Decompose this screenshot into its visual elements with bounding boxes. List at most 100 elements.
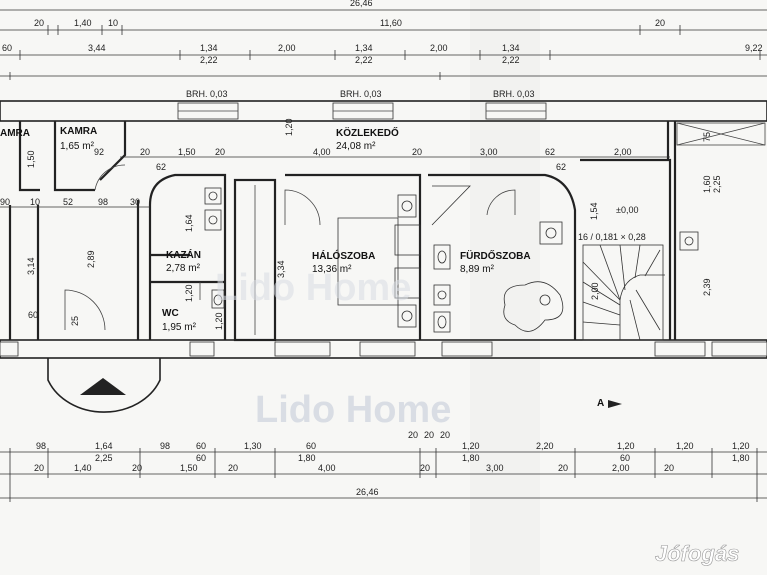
dim-top-3-0: 60: [2, 43, 12, 53]
dim-v13: 1,20: [184, 284, 194, 302]
dim-int-a5: 20: [412, 147, 422, 157]
vertical-dims: 1,50 1,20 2,89 3,14 1,64 3,34 1,54 1,60 …: [26, 118, 722, 330]
dim-bot-1b-4: 60: [620, 453, 630, 463]
stair-spec: 16 / 0,181 × 0,28: [578, 232, 646, 242]
dim-bot-2-4: 20: [228, 463, 238, 473]
fixtures: [204, 185, 699, 333]
dim-top-3b-0: 2,22: [200, 55, 218, 65]
dim-v6: 1,54: [589, 202, 599, 220]
dim-top-2-4: 20: [655, 18, 665, 28]
dim-bot-1-3: 60: [196, 441, 206, 451]
dim-v15: 2,00: [590, 282, 600, 300]
dim-int-b3: 98: [98, 197, 108, 207]
dim-top-3b-1: 2,22: [355, 55, 373, 65]
dim-int-b0: 90: [0, 197, 10, 207]
dim-int-a0: 92: [94, 147, 104, 157]
dim-v3: 3,14: [26, 257, 36, 275]
room-name-kozlekedo: KÖZLEKEDŐ: [336, 126, 399, 139]
dim-top-3-1: 3,44: [88, 43, 106, 53]
dim-int-b1: 10: [30, 197, 40, 207]
dim-int-a2-1: 62: [556, 162, 566, 172]
dim-bot-1b-1: 60: [196, 453, 206, 463]
dim-bot-1-2: 98: [160, 441, 170, 451]
dim-bot-1-7: 20: [424, 430, 434, 440]
dim-bot-1-5: 60: [306, 441, 316, 451]
brh-label-2: BRH. 0,03: [340, 89, 382, 99]
dim-top-3b-2: 2,22: [502, 55, 520, 65]
room-area-kozlekedo: 24,08 m²: [336, 141, 376, 152]
dim-top-3-5: 2,00: [430, 43, 448, 53]
overall-width-bottom: 26,46: [356, 487, 379, 497]
dim-bot-2-9: 2,00: [612, 463, 630, 473]
dim-v1: 1,20: [284, 118, 294, 136]
dim-int-b4: 30: [130, 197, 140, 207]
overall-width-top: 26,46: [350, 0, 373, 8]
watermark-2: Lido Home: [215, 267, 411, 309]
dim-v7: 1,60: [702, 175, 712, 193]
dim-int-a2: 1,50: [178, 147, 196, 157]
section-arrow-icon: [608, 400, 622, 408]
dim-bot-2-1: 1,40: [74, 463, 92, 473]
dim-bot-2-7: 3,00: [486, 463, 504, 473]
dim-v12: 25: [70, 316, 80, 326]
room-labels: AMRA KAMRA 1,65 m² KÖZLEKEDŐ 24,08 m² KA…: [0, 126, 646, 409]
room-area-kazan: 2,78 m²: [166, 263, 201, 274]
dim-v2: 2,89: [86, 250, 96, 268]
section-label-a: A: [597, 398, 604, 409]
dim-bot-1-8: 20: [440, 430, 450, 440]
dim-int-a3: 20: [215, 147, 225, 157]
dim-bot-1-12: 1,20: [676, 441, 694, 451]
entrance-bay: [47, 358, 161, 413]
bottom-dimension-lines: 98 1,64 98 60 1,30 60 20 20 20 1,20 2,20…: [0, 430, 767, 502]
dim-int-a7: 62: [545, 147, 555, 157]
room-name-kamra: KAMRA: [60, 126, 97, 137]
dim-bot-1b-5: 1,80: [732, 453, 750, 463]
dim-top-3-3: 2,00: [278, 43, 296, 53]
dim-int-b2: 52: [63, 197, 73, 207]
dim-v4: 1,64: [184, 214, 194, 232]
dim-bot-1-0: 98: [36, 441, 46, 451]
dim-bot-1-1: 1,64: [95, 441, 113, 451]
dim-v11: 60: [28, 310, 38, 320]
dim-top-2-2: 10: [108, 18, 118, 28]
dim-top-3-6: 1,34: [502, 43, 520, 53]
dim-bot-2-5: 4,00: [318, 463, 336, 473]
dim-v8: 2,25: [712, 175, 722, 193]
dim-bot-2-3: 1,50: [180, 463, 198, 473]
room-name-kazan: KAZÁN: [166, 248, 201, 261]
dim-int-a4: 4,00: [313, 147, 331, 157]
dim-int-a8: 2,00: [614, 147, 632, 157]
elevation-mark: ±0,00: [616, 205, 638, 215]
room-area-furdoszoba: 8,89 m²: [460, 264, 495, 275]
staircase: [582, 244, 665, 341]
brh-label-1: BRH. 0,03: [186, 89, 228, 99]
dim-bot-1-10: 2,20: [536, 441, 554, 451]
site-logo: Jófogás: [655, 541, 739, 566]
dim-v5: 3,34: [276, 260, 286, 278]
watermark: Lido Home: [255, 389, 451, 431]
walls: [0, 100, 767, 359]
dim-int-a6: 3,00: [480, 147, 498, 157]
dim-v10: 75: [702, 132, 712, 142]
dim-int-a2-0: 62: [156, 162, 166, 172]
dim-bot-1b-2: 1,80: [298, 453, 316, 463]
dim-v0: 1,50: [26, 150, 36, 168]
dim-v14: 1,20: [214, 312, 224, 330]
top-dimension-lines: 26,46 20 1,40 10 11,60 20 60 3,44 1,34 2…: [0, 0, 767, 80]
dim-int-a1: 20: [140, 147, 150, 157]
doors: [64, 164, 516, 331]
dim-bot-1-9: 1,20: [462, 441, 480, 451]
dim-bot-1-4: 1,30: [244, 441, 262, 451]
dim-top-2-3: 11,60: [380, 18, 402, 28]
brh-label-3: BRH. 0,03: [493, 89, 535, 99]
room-name-furdoszoba: FÜRDŐSZOBA: [460, 249, 531, 262]
dim-bot-1-11: 1,20: [617, 441, 635, 451]
room-area-kamra: 1,65 m²: [60, 141, 95, 152]
dim-bot-1-6: 20: [408, 430, 418, 440]
room-area-wc: 1,95 m²: [162, 322, 197, 333]
dim-bot-2-10: 20: [664, 463, 674, 473]
dim-bot-1b-0: 2,25: [95, 453, 113, 463]
room-name-kamra-left: AMRA: [0, 128, 30, 139]
interior-dimensions: 92 20 1,50 20 4,00 20 3,00 62 2,00 62 62…: [0, 118, 722, 330]
